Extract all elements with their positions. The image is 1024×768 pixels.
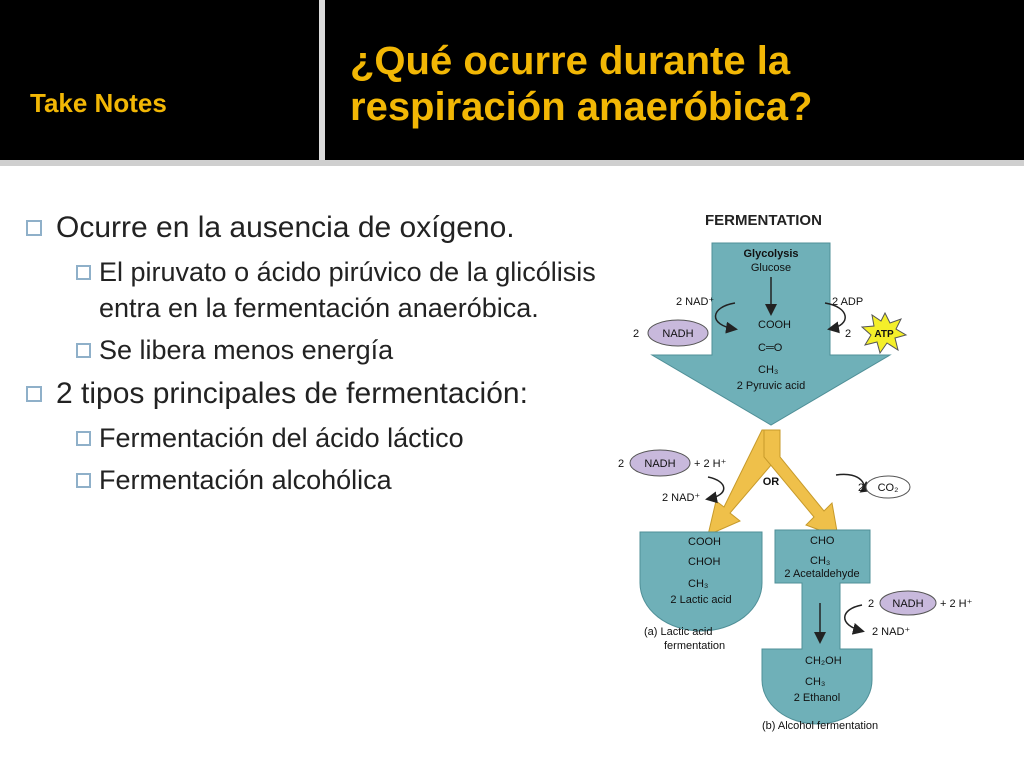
co2-label: CO₂ bbox=[878, 482, 899, 494]
bullet-list: Ocurre en la ausencia de oxígeno. El pir… bbox=[26, 208, 616, 504]
glycolysis-arrow bbox=[650, 242, 892, 426]
sub-bullet-item: Se libera menos energía bbox=[76, 332, 616, 368]
header-rule bbox=[0, 160, 1024, 166]
adp-label: 2 ADP bbox=[832, 296, 863, 308]
fermentation-diagram: FERMENTATION Glycolysis Glucose COOH C═O… bbox=[600, 195, 1010, 745]
header-divider bbox=[319, 0, 325, 160]
nadh-oval-top bbox=[647, 319, 709, 347]
co2-release-arrow bbox=[835, 473, 873, 493]
bullet-text: Ocurre en la ausencia de oxígeno. bbox=[56, 211, 515, 244]
atp-label: ATP bbox=[874, 329, 894, 340]
caption-lactic-line1: (a) Lactic acid bbox=[644, 626, 712, 638]
co2-oval bbox=[865, 475, 911, 499]
atp-star-icon bbox=[860, 311, 908, 355]
bullet-text: 2 tipos principales de fermentación: bbox=[56, 377, 528, 410]
pyruvate-ch3: CH₃ bbox=[758, 364, 778, 376]
bullet-checkbox-icon bbox=[26, 220, 42, 236]
nadh-label-top: NADH bbox=[662, 328, 693, 340]
bullet-checkbox-icon bbox=[76, 473, 91, 488]
bullet-checkbox-icon bbox=[26, 386, 42, 402]
lactic-choh: CHOH bbox=[688, 556, 720, 568]
nadh-oxidation-arrow-left bbox=[705, 476, 725, 504]
bullet-text: Fermentación alcohólica bbox=[99, 465, 392, 495]
bullet-item: 2 tipos principales de fermentación: bbox=[26, 374, 616, 414]
bullet-checkbox-icon bbox=[76, 265, 91, 280]
acetaldehyde-cho: CHO bbox=[810, 535, 835, 547]
slide-header bbox=[0, 0, 1024, 160]
plus-2h-right: + 2 H⁺ bbox=[940, 598, 973, 610]
or-label: OR bbox=[763, 476, 780, 488]
lactic-acid-bowl bbox=[639, 531, 763, 632]
pyruvate-co: C═O bbox=[758, 342, 783, 354]
nad-reduction-arrow bbox=[714, 302, 738, 334]
nadh-label-left: NADH bbox=[644, 458, 675, 470]
nadh-oval-left bbox=[629, 449, 691, 477]
ethanol-ch3: CH₃ bbox=[805, 676, 825, 688]
glucose-label: Glucose bbox=[751, 262, 791, 274]
bullet-text: Fermentación del ácido láctico bbox=[99, 423, 464, 453]
nadh-oval-right bbox=[879, 590, 937, 616]
acetaldehyde-ch3: CH₃ bbox=[810, 555, 830, 567]
section-label: Take Notes bbox=[30, 88, 167, 118]
slide-title: ¿Qué ocurre durante la respiración anaer… bbox=[350, 39, 813, 129]
bullet-text: El piruvato o ácido pirúvico de la glicó… bbox=[99, 257, 596, 323]
nad-plus-top: 2 NAD⁺ bbox=[676, 296, 714, 308]
lactic-acid-label: 2 Lactic acid bbox=[670, 594, 731, 606]
plus-2h-left: + 2 H⁺ bbox=[694, 458, 727, 470]
sub-bullet-item: Fermentación del ácido láctico bbox=[76, 420, 616, 456]
nadh-label-right: NADH bbox=[892, 598, 923, 610]
glycolysis-label: Glycolysis bbox=[743, 248, 798, 260]
ethanol-ch2oh: CH₂OH bbox=[805, 655, 842, 667]
bullet-checkbox-icon bbox=[76, 343, 91, 358]
co2-count: 2 bbox=[858, 482, 864, 494]
acetaldehyde-arrow bbox=[761, 529, 873, 725]
sub-bullet-item: El piruvato o ácido pirúvico de la glicó… bbox=[76, 254, 616, 326]
atp-count: 2 bbox=[845, 328, 851, 340]
nad-plus-left: 2 NAD⁺ bbox=[662, 492, 700, 504]
pyruvic-acid-label: 2 Pyruvic acid bbox=[737, 380, 805, 392]
nadh-oxidation-arrow-right bbox=[844, 604, 865, 635]
caption-lactic-line2: fermentation bbox=[664, 640, 725, 652]
bullet-text: Se libera menos energía bbox=[99, 335, 394, 365]
pyruvate-cooh: COOH bbox=[758, 319, 791, 331]
nadh-count-right: 2 bbox=[868, 598, 874, 610]
nad-plus-right: 2 NAD⁺ bbox=[872, 626, 910, 638]
lactic-cooh: COOH bbox=[688, 536, 721, 548]
diagram-title: FERMENTATION bbox=[705, 212, 822, 229]
atp-synthesis-arrow bbox=[824, 302, 846, 334]
nadh-count-top: 2 bbox=[633, 328, 639, 340]
bullet-checkbox-icon bbox=[76, 431, 91, 446]
sub-bullet-item: Fermentación alcohólica bbox=[76, 462, 616, 498]
caption-alcohol: (b) Alcohol fermentation bbox=[762, 720, 878, 732]
fork-arrow-right bbox=[763, 429, 839, 538]
lactic-ch3: CH₃ bbox=[688, 578, 708, 590]
ethanol-label: 2 Ethanol bbox=[794, 692, 840, 704]
bullet-item: Ocurre en la ausencia de oxígeno. bbox=[26, 208, 616, 248]
nadh-count-left: 2 bbox=[618, 458, 624, 470]
acetaldehyde-label: 2 Acetaldehyde bbox=[784, 568, 859, 580]
